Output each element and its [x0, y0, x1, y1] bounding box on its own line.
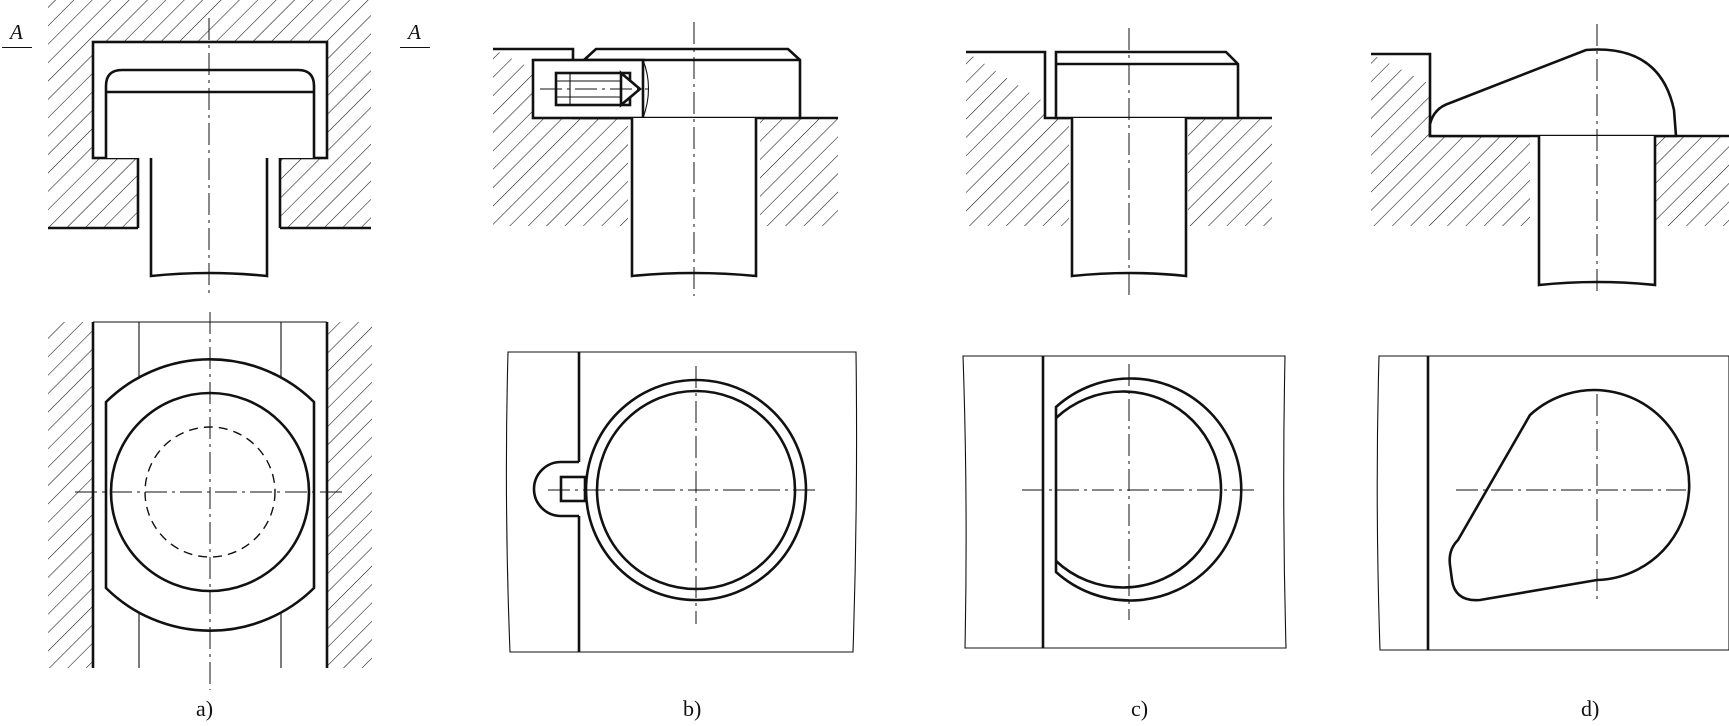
panel-a-bolt-head: [104, 68, 316, 158]
panel-d-section-view: [1371, 24, 1729, 296]
section-label-a-left: A: [10, 20, 23, 44]
panel-d-plan-view: [1376, 355, 1729, 651]
panel-c-plate: [962, 355, 1287, 649]
panel-a-plan-view: [48, 312, 372, 690]
panel-b-plate: [505, 351, 858, 653]
panel-c-inner-arc: [1055, 390, 1223, 589]
panel-b-section-view: [493, 22, 838, 296]
section-bar-left: [2, 47, 32, 48]
caption-b: b): [683, 696, 702, 721]
panel-d-plate: [1376, 355, 1729, 651]
section-bar-right: [400, 47, 430, 48]
panel-b-plan-view: [505, 351, 858, 653]
caption-c: c): [1131, 696, 1149, 721]
caption-a: a): [196, 696, 214, 721]
panel-b-pin-slot: [532, 460, 579, 518]
section-label-a-right: A: [408, 20, 421, 44]
panel-d-cam-outline: [1448, 388, 1691, 602]
panel-d-cam-head: [1428, 48, 1678, 138]
caption-d: d): [1581, 696, 1600, 721]
panel-c-section-view: [966, 28, 1272, 296]
panel-c-plan-view: [962, 355, 1287, 649]
panel-c-bolt-head: [1054, 50, 1240, 120]
panel-a-section-view: [48, 0, 371, 296]
panel-c-outer-shape: [1054, 377, 1243, 602]
